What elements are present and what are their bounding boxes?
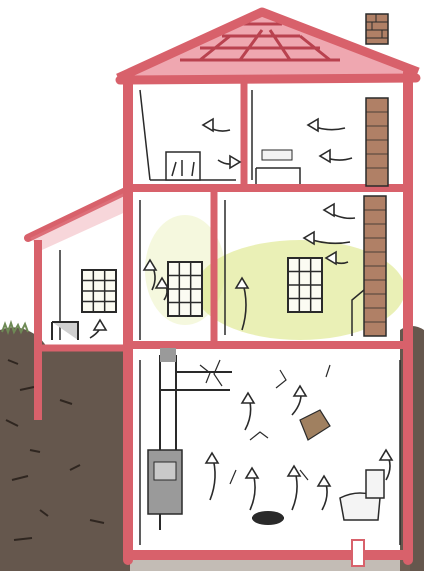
radon-flow-arrow-icon bbox=[308, 119, 345, 131]
furnace-icon bbox=[148, 450, 182, 514]
window-icon bbox=[288, 258, 322, 312]
window-icon bbox=[168, 262, 202, 316]
radon-flow-arrow-icon bbox=[318, 476, 330, 510]
porch-bench bbox=[52, 322, 78, 340]
radon-flow-arrow-icon bbox=[246, 468, 258, 510]
radon-flow-arrow-icon bbox=[304, 232, 350, 244]
radon-flow-arrow-icon bbox=[324, 204, 355, 218]
drain-pipe bbox=[352, 540, 364, 566]
radon-flow-arrow-icon bbox=[292, 386, 306, 415]
radon-flow-arrow-icon bbox=[288, 466, 300, 510]
attic-desk bbox=[256, 150, 300, 184]
radon-flow-arrow-icon bbox=[206, 453, 218, 500]
radon-flow-arrow-icon bbox=[320, 150, 352, 162]
attic-bed bbox=[166, 152, 200, 180]
porch-roof-fill bbox=[30, 190, 130, 250]
radon-flow-arrow-icon bbox=[242, 393, 254, 430]
radon-flow-arrow-icon bbox=[203, 119, 230, 131]
ground bbox=[0, 323, 424, 571]
radon-flow-arrow-icon bbox=[218, 156, 240, 168]
window-icon bbox=[82, 270, 116, 312]
water-heater-icon bbox=[300, 410, 330, 440]
toilet-icon bbox=[340, 470, 384, 520]
soil-left bbox=[0, 327, 130, 571]
chimney-top bbox=[366, 14, 388, 44]
sump-pit-icon bbox=[252, 511, 284, 525]
chimney-upper bbox=[366, 98, 388, 186]
radon-flow-arrow-icon bbox=[90, 320, 106, 338]
